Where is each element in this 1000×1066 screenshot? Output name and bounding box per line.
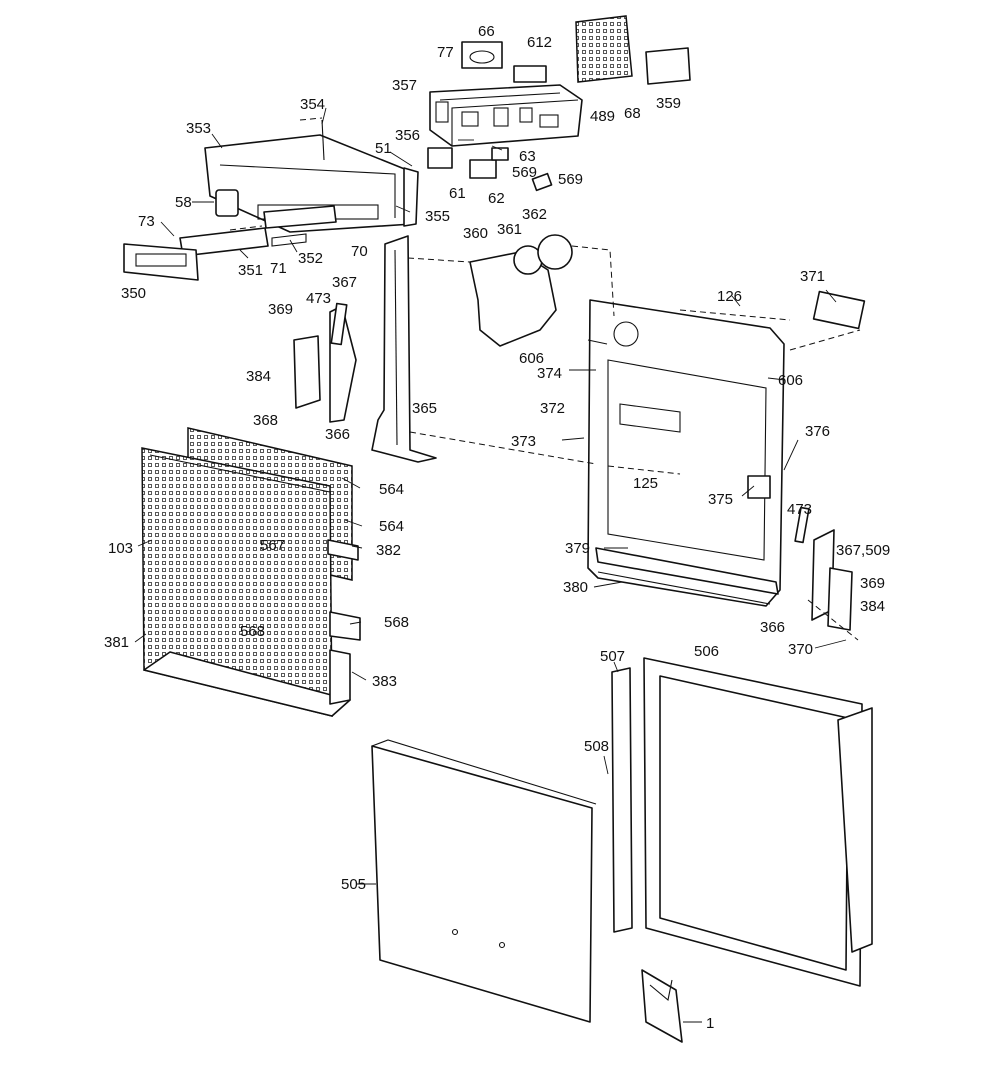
callout-564a: 564	[379, 481, 404, 498]
callout-351: 351	[238, 262, 263, 279]
callout-568b: 568	[384, 614, 409, 631]
callout-354: 354	[300, 96, 325, 113]
hinge-right-366-370	[794, 506, 853, 631]
callout-126: 126	[717, 288, 742, 305]
callout-361: 361	[497, 221, 522, 238]
callout-381: 381	[104, 634, 129, 651]
callout-375: 375	[708, 491, 733, 508]
callout-368: 368	[253, 412, 278, 429]
callout-355: 355	[425, 208, 450, 225]
callout-353: 353	[186, 120, 211, 137]
callout-369a: 369	[268, 301, 293, 318]
callout-356: 356	[395, 127, 420, 144]
callout-473b: 473	[787, 501, 812, 518]
outer-panel-381	[141, 447, 351, 717]
callout-568a: 568	[240, 623, 265, 640]
callout-367a: 367	[332, 274, 357, 291]
callout-360: 360	[463, 225, 488, 242]
connector-lines	[229, 117, 861, 641]
inner-door-liner-374	[587, 290, 866, 607]
callout-508: 508	[584, 738, 609, 755]
callout-384b: 384	[860, 598, 885, 615]
callout-473a: 473	[306, 290, 331, 307]
callout-125: 125	[633, 475, 658, 492]
callout-71: 71	[270, 260, 287, 277]
callout-506: 506	[694, 643, 719, 660]
callout-66: 66	[478, 23, 495, 40]
callouts: 66 77 612 357 489 68 359 354 353 356 51 …	[104, 23, 890, 1032]
perforated-shield-68	[575, 15, 633, 83]
callout-73: 73	[138, 213, 155, 230]
callout-569b: 569	[558, 171, 583, 188]
callout-51: 51	[375, 140, 392, 157]
callout-359: 359	[656, 95, 681, 112]
callout-383: 383	[372, 673, 397, 690]
callout-370: 370	[788, 641, 813, 658]
callout-352: 352	[298, 250, 323, 267]
hinge-left-367-368	[293, 302, 357, 423]
callout-366a: 366	[325, 426, 350, 443]
callout-606b: 606	[778, 372, 803, 389]
callout-366b: 366	[760, 619, 785, 636]
bracket-66-77	[461, 41, 503, 69]
callout-507: 507	[600, 648, 625, 665]
callout-376: 376	[805, 423, 830, 440]
callout-606a: 606	[519, 350, 544, 367]
callout-371: 371	[800, 268, 825, 285]
callout-384a: 384	[246, 368, 271, 385]
callout-70: 70	[351, 243, 368, 260]
callout-357: 357	[392, 77, 417, 94]
callout-103: 103	[108, 540, 133, 557]
switches-61-62	[427, 147, 553, 192]
callout-367-509: 367,509	[836, 542, 890, 559]
callout-1: 1	[706, 1015, 714, 1032]
callout-372: 372	[540, 400, 565, 417]
label-612	[513, 65, 547, 83]
callout-61: 61	[449, 185, 466, 202]
callout-350: 350	[121, 285, 146, 302]
callout-564b: 564	[379, 518, 404, 535]
seal-379-380	[595, 547, 779, 605]
callout-382: 382	[376, 542, 401, 559]
callout-612: 612	[527, 34, 552, 51]
dispenser-360-362	[469, 234, 573, 347]
control-board-assembly	[429, 84, 583, 147]
leader-lines	[134, 107, 847, 1023]
callout-569a: 569	[512, 164, 537, 181]
callout-379: 379	[565, 540, 590, 557]
callout-369b: 369	[860, 575, 885, 592]
touchpad-350	[123, 243, 199, 281]
callout-489: 489	[590, 108, 615, 125]
button-58	[215, 189, 239, 217]
callout-63: 63	[519, 148, 536, 165]
bracket-382-383-568	[327, 539, 361, 705]
callout-68: 68	[624, 105, 641, 122]
callout-77: 77	[437, 44, 454, 61]
control-panel-353	[204, 119, 419, 233]
callout-62: 62	[488, 190, 505, 207]
callout-374: 374	[537, 365, 562, 382]
callout-362: 362	[522, 206, 547, 223]
callout-365: 365	[412, 400, 437, 417]
vent-duct-365	[371, 235, 437, 463]
callout-505: 505	[341, 876, 366, 893]
callout-567: 567	[260, 537, 285, 554]
instructions-sheet-1	[641, 969, 683, 1043]
door-panel-505	[371, 739, 597, 1023]
module-359	[645, 47, 691, 85]
callout-58: 58	[175, 194, 192, 211]
door-frame-506-508	[611, 657, 873, 987]
callout-373: 373	[511, 433, 536, 450]
callout-380: 380	[563, 579, 588, 596]
